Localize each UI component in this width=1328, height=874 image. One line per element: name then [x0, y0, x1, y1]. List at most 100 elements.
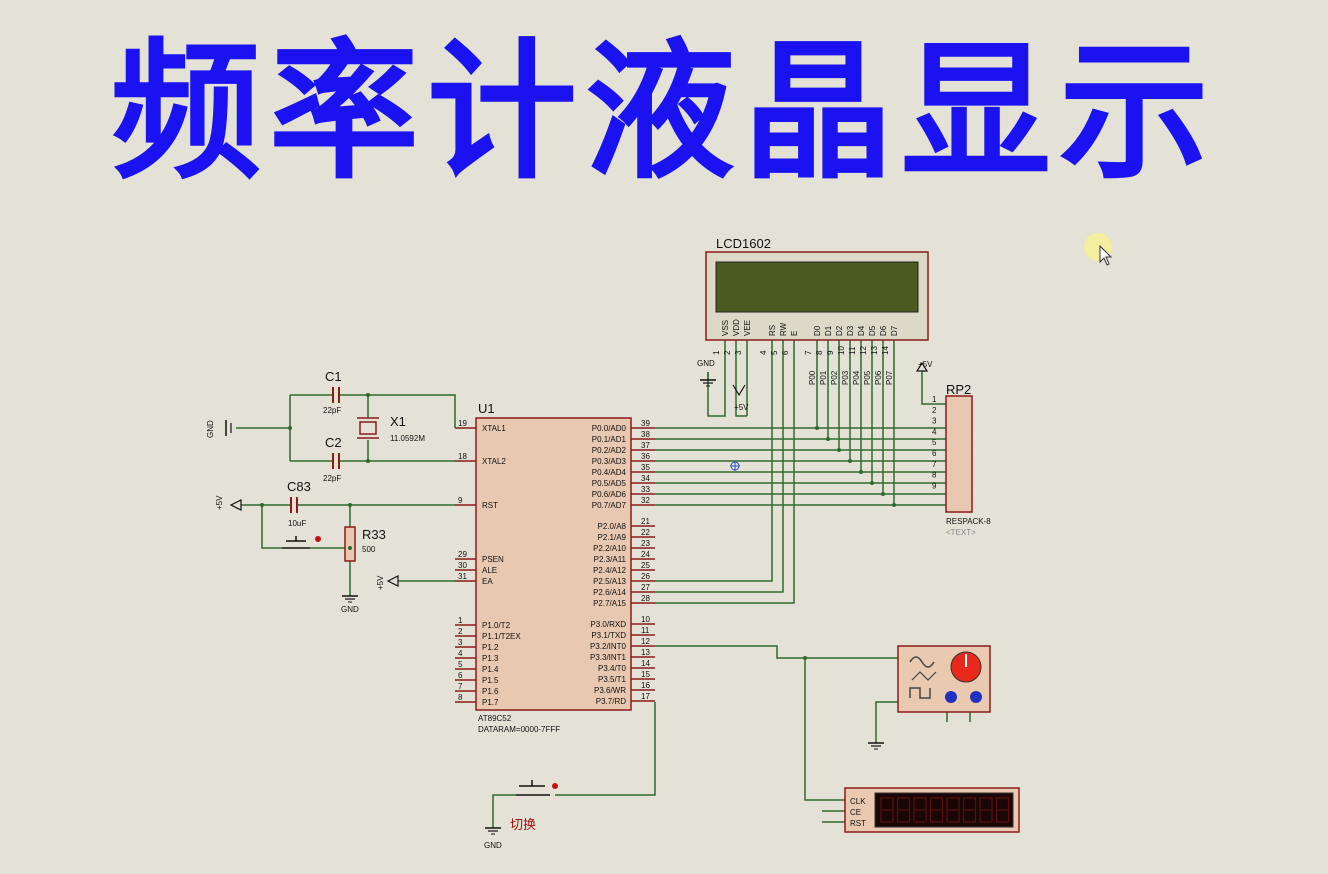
- lcd-pin-vdd: VDD: [732, 319, 741, 336]
- triangle-wave-icon: [911, 671, 937, 681]
- lcd-vdd-wire: [735, 352, 747, 417]
- amplitude-knob-icon: [970, 691, 982, 703]
- mcu-dataram: DATARAM=0000-7FFF: [478, 725, 560, 734]
- page-title: 频率计液晶显示: [110, 26, 1217, 200]
- labels: LCD1602VSS1VDD2VEE3RS4RW5E6D07D18D29D310…: [206, 236, 991, 850]
- lcd-pin-e: E: [790, 331, 799, 336]
- c2-value: 22pF: [323, 474, 341, 483]
- junction: [348, 503, 352, 507]
- net-label-p06: P06: [874, 370, 883, 385]
- reset-sw-left: [261, 505, 282, 549]
- mcu-pin-number: 25: [641, 561, 650, 570]
- x1-body: [359, 421, 377, 435]
- clk-wire: [804, 658, 845, 801]
- mcu-pin-number: 26: [641, 572, 650, 581]
- mcu-pin-rst: RST: [482, 501, 498, 510]
- lcd-pin-number: 7: [804, 350, 813, 355]
- switch-gnd-wire: [492, 794, 516, 820]
- mcu-pin-p3.2/int0: P3.2/INT0: [590, 642, 627, 651]
- lcd-pin-d3: D3: [846, 325, 855, 336]
- mcu-pin-number: 27: [641, 583, 650, 592]
- mcu-pin-number: 29: [458, 550, 467, 559]
- lcd-pin-vss: VSS: [721, 320, 730, 336]
- mcu-pin-p0.1/ad1: P0.1/AD1: [592, 435, 627, 444]
- gnd-label: GND: [484, 841, 502, 850]
- lcd-name: LCD1602: [716, 236, 771, 251]
- int0-wire: [655, 645, 898, 659]
- reset-vcc-arrow: [229, 499, 242, 511]
- mcu-pin-number: 9: [458, 496, 463, 505]
- mcu-pin-p2.3/a11: P2.3/A11: [594, 555, 627, 564]
- vdd-arrow: [732, 384, 746, 397]
- rp2-vcc-arrow: [915, 361, 929, 372]
- net-label-p03: P03: [841, 370, 850, 385]
- mcu-pin-p3.0/rxd: P3.0/RXD: [590, 620, 626, 629]
- switch-led: [552, 783, 558, 789]
- vcc-label: +5V: [376, 575, 385, 590]
- mcu-pin-number: 22: [641, 528, 650, 537]
- mcu-pin-p2.7/a15: P2.7/A15: [593, 599, 626, 608]
- reset-sw-led: [315, 536, 321, 542]
- lcd-pin-d7: D7: [890, 325, 899, 336]
- mcu-pin-p2.2/a10: P2.2/A10: [593, 544, 626, 553]
- square-wave-icon: [909, 687, 931, 699]
- gnd-label: GND: [206, 420, 215, 438]
- lcd-screen: [715, 261, 919, 313]
- rp2-text: <TEXT>: [946, 528, 976, 537]
- mouse-cursor-icon: [1099, 244, 1113, 266]
- rp2-pin1-wire: [921, 371, 946, 405]
- mcu-pin-number: 14: [641, 659, 650, 668]
- lcd-pin-number: 1: [712, 350, 721, 355]
- r33-body: [344, 526, 356, 562]
- junction: [260, 503, 264, 507]
- mcu-pin-number: 8: [458, 693, 463, 702]
- lcd-pin-rs: RS: [768, 325, 777, 336]
- ea-vcc-arrow: [386, 575, 399, 587]
- junction: [815, 426, 819, 430]
- junction: [870, 481, 874, 485]
- mcu-pin-number: 4: [458, 649, 463, 658]
- rs-wire: [655, 352, 773, 582]
- x1-ref: X1: [390, 414, 406, 429]
- mcu-pin-number: 12: [641, 637, 650, 646]
- c2-ref: C2: [325, 435, 342, 450]
- mcu-body: [475, 417, 632, 711]
- crosshair-ring: [730, 461, 740, 471]
- mcu-pin-number: 33: [641, 485, 650, 494]
- mcu-pin-xtal1: XTAL1: [482, 424, 506, 433]
- switch-label: 切换: [510, 818, 536, 833]
- gnd-label: GND: [697, 359, 715, 368]
- rp2-pin-number: 9: [932, 481, 937, 490]
- c83-value: 10uF: [288, 519, 306, 528]
- mcu-pin-number: 3: [458, 638, 463, 647]
- junction: [366, 393, 370, 397]
- lcd-pin-number: 5: [770, 350, 779, 355]
- lcd-pin-number: 11: [848, 346, 857, 355]
- mcu-pin-number: 35: [641, 463, 650, 472]
- mcu-pin-p1.1/t2ex: P1.1/T2EX: [482, 632, 521, 641]
- mcu-pin-number: 38: [641, 430, 650, 439]
- mcu-pin-number: 21: [641, 517, 650, 526]
- lcd-pin-number: 14: [881, 346, 890, 355]
- junction: [859, 470, 863, 474]
- rp2-vcc-label: +5V: [918, 360, 933, 369]
- rp2-pin-number: 2: [932, 406, 937, 415]
- mcu-pin-p2.1/a9: P2.1/A9: [598, 533, 627, 542]
- mcu-pin-number: 24: [641, 550, 650, 559]
- vcc-label: +5V: [215, 495, 224, 510]
- lcd-pin-number: 10: [837, 346, 846, 355]
- lcd-pin-number: 12: [859, 346, 868, 355]
- junction: [881, 492, 885, 496]
- mcu-pin-p2.5/a13: P2.5/A13: [593, 577, 626, 586]
- vcc-label: +5V: [734, 403, 749, 412]
- mcu-pin-number: 37: [641, 441, 650, 450]
- mcu-pin-p1.6: P1.6: [482, 687, 499, 696]
- mcu-pin-p2.0/a8: P2.0/A8: [598, 522, 627, 531]
- mcu-pin-p3.6/wr: P3.6/WR: [594, 686, 626, 695]
- mcu-pin-number: 32: [641, 496, 650, 505]
- gnd-label: GND: [341, 605, 359, 614]
- mcu-pin-number: 19: [458, 419, 467, 428]
- lcd-pin-number: 2: [723, 350, 732, 355]
- mcu-pin-p3.7/rd: P3.7/RD: [596, 697, 626, 706]
